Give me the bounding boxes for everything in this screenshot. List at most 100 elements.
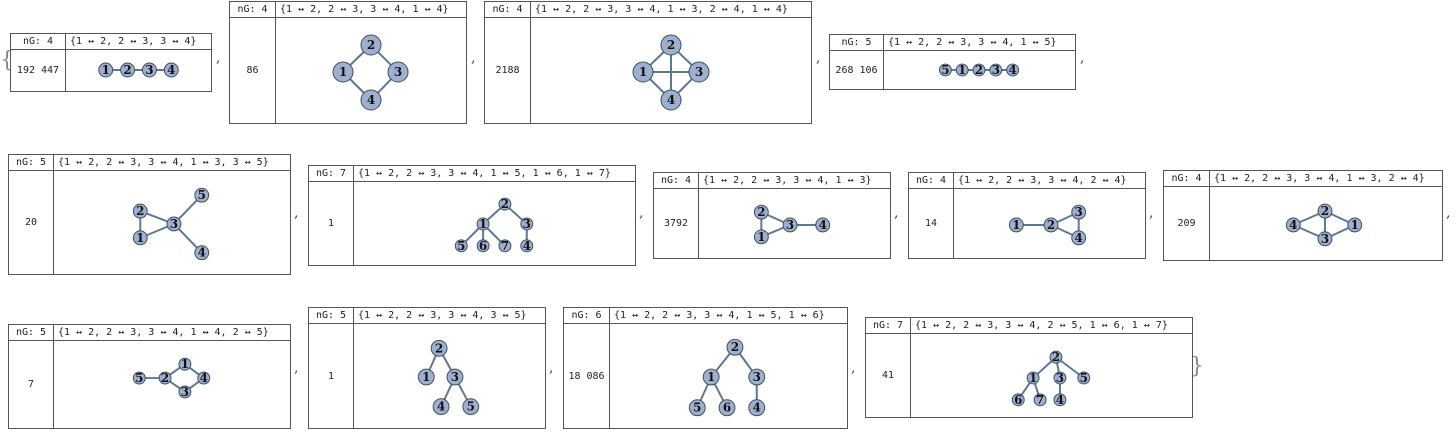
separator: , [549,360,554,376]
graph-vertex [1317,203,1333,219]
occurrence-count: 1 [309,182,354,265]
graph-vertex [141,62,157,78]
node-count-label: nG: 4 [230,2,276,18]
node-count-label: nG: 4 [1164,171,1210,187]
vertex-label: 3 [181,385,189,399]
graph-vertex [989,63,1003,77]
vertex-label: 5 [467,400,475,414]
vertex-label: 3 [753,370,761,384]
graph-entry: nG: 4 {1 ↔ 2, 2 ↔ 3, 3 ↔ 4, 1 ↔ 3, 2 ↔ 4… [1163,170,1443,261]
graph-vertex [1071,230,1087,246]
vertex-label: 4 [1075,231,1083,245]
graph-vertex [1008,217,1024,233]
edge-list: {1 ↔ 2, 2 ↔ 3, 3 ↔ 4, 1 ↔ 4} [276,2,466,18]
vertex-label: 4 [819,218,827,232]
graph-vertex [1347,217,1363,233]
graph-drawing: 2 1 3 4 [531,18,811,123]
graph-vertex [132,230,148,246]
occurrence-count: 1 [309,324,354,428]
graph-vertex [702,368,720,386]
graph-vertex [166,216,182,232]
graph-drawing: 2 1 3 4 5 [354,324,545,428]
vertex-label: 2 [123,63,131,77]
edge-list: {1 ↔ 2, 2 ↔ 3, 3 ↔ 4, 1 ↔ 4, 2 ↔ 5} [54,325,290,341]
vertex-label: 3 [1075,205,1083,219]
vertex-label: 2 [367,38,375,52]
node-count-label: nG: 7 [866,318,911,334]
graph-vertex [520,239,534,253]
graph-drawing: 2 1 3 5 6 4 [610,324,847,428]
graph-vertex [748,399,766,417]
graph-vertex [132,203,148,219]
vertex-label: 2 [1047,218,1055,232]
occurrence-count: 20 [9,171,54,274]
vertex-label: 2 [1052,350,1060,364]
vertex-label: 4 [200,371,208,385]
vertex-label: 5 [198,188,206,202]
vertex-label: 1 [479,217,487,231]
vertex-label: 1 [757,230,765,244]
occurrence-count: 209 [1164,187,1210,260]
graph-vertex [194,245,210,261]
graph-vertex [462,398,480,416]
vertex-label: 1 [1012,218,1020,232]
edge-list: {1 ↔ 2, 2 ↔ 3, 3 ↔ 4, 1 ↔ 5} [884,35,1075,51]
vertex-label: 1 [136,231,144,245]
graph-vertex [163,62,179,78]
graph-vertex [1006,63,1020,77]
graph-vertex [360,34,382,56]
vertex-label: 3 [170,217,178,231]
vertex-label: 1 [181,357,189,371]
edge-list: {1 ↔ 2, 2 ↔ 3, 3 ↔ 4, 1 ↔ 3, 3 ↔ 5} [54,155,290,171]
vertex-label: 7 [1036,393,1044,407]
graph-drawing: 4 2 3 1 [1210,187,1442,260]
graph-entry: nG: 7 {1 ↔ 2, 2 ↔ 3, 3 ↔ 4, 1 ↔ 5, 1 ↔ 6… [308,165,636,266]
vertex-label: 3 [523,217,531,231]
vertex-label: 3 [145,63,153,77]
separator: , [471,50,476,66]
vertex-label: 2 [161,371,169,385]
vertex-label: 5 [693,401,701,415]
vertex-label: 2 [435,341,443,355]
vertex-label: 1 [102,63,110,77]
graph-vertex [1033,393,1047,407]
node-count-label: nG: 4 [485,2,531,18]
node-count-label: nG: 4 [11,34,66,50]
graph-vertex [178,357,192,371]
graph-vertex [1043,217,1059,233]
vertex-label: 2 [136,204,144,218]
occurrence-count: 18 086 [564,324,610,428]
graph-vertex [178,385,192,399]
node-count-label: nG: 5 [9,155,54,171]
graph-vertex [782,217,798,233]
graph-vertex [132,371,146,385]
node-count-label: nG: 4 [909,173,954,189]
graph-drawing: 1 2 3 4 [66,50,211,91]
vertex-label: 4 [753,401,761,415]
separator: , [1446,205,1451,221]
edge-list: {1 ↔ 2, 2 ↔ 3, 3 ↔ 4, 1 ↔ 5, 1 ↔ 6, 1 ↔ … [354,166,635,182]
vertex-label: 5 [457,239,465,253]
node-count-label: nG: 7 [309,166,354,182]
vertex-label: 2 [731,340,739,354]
vertex-label: 1 [707,370,715,384]
edge-list: {1 ↔ 2, 2 ↔ 3, 3 ↔ 4, 3 ↔ 5} [354,308,545,324]
graph-vertex [753,229,769,245]
graph-vertex [158,371,172,385]
graph-vertex [688,399,706,417]
occurrence-count: 2188 [485,18,531,123]
separator: , [294,360,299,376]
graph-vertex [476,239,490,253]
edge-list: {1 ↔ 2, 2 ↔ 3, 3 ↔ 4, 1 ↔ 3, 2 ↔ 4, 1 ↔ … [531,2,811,18]
graph-vertex [1071,204,1087,220]
vertex-label: 4 [437,400,445,414]
vertex-label: 7 [501,239,509,253]
graph-vertex [1077,371,1091,385]
node-count-label: nG: 5 [309,308,354,324]
vertex-label: 6 [723,401,731,415]
vertex-label: 2 [667,38,675,52]
graph-vertex [660,34,682,56]
separator: , [816,50,821,66]
graph-entry: nG: 4 {1 ↔ 2, 2 ↔ 3, 3 ↔ 4, 1 ↔ 3, 2 ↔ 4… [484,1,812,124]
vertex-label: 5 [135,371,143,385]
